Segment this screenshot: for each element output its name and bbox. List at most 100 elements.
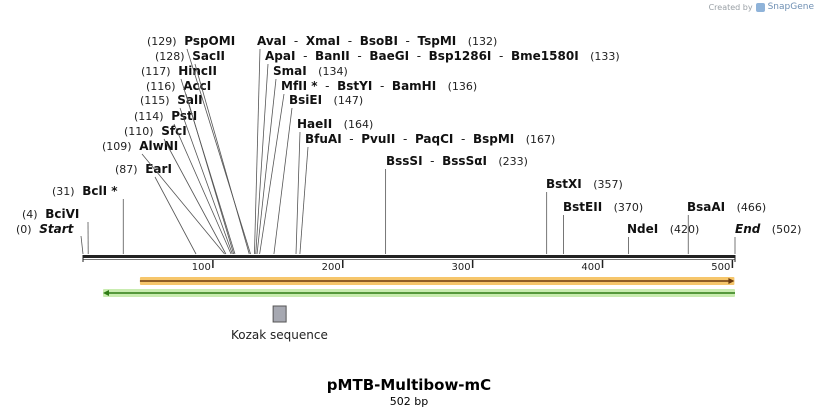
enzyme-label: AvaI - XmaI - BsoBI - TspMI (132) xyxy=(257,34,497,48)
ruler-tick-label: 100 xyxy=(192,262,211,273)
site-group: (4) BciVI xyxy=(22,207,89,255)
label-gap xyxy=(176,79,184,93)
cut-position: (114) xyxy=(134,110,164,123)
label-separator: - xyxy=(286,34,306,48)
enzyme-name: Bme1580I xyxy=(511,49,579,63)
enzyme-name: SfcI xyxy=(161,124,186,138)
cut-site-leader xyxy=(80,235,84,255)
ruler-tick-label: 400 xyxy=(581,262,600,273)
enzyme-name: PstI xyxy=(171,109,197,123)
enzyme-name: BamHI xyxy=(392,79,436,93)
site-group: MfII * - BstYI - BamHI (136) xyxy=(259,79,477,255)
site-group: BstXI (357) xyxy=(546,177,623,254)
cut-site-leader xyxy=(163,138,227,255)
site-group: BsiEI (147) xyxy=(273,93,363,255)
sequence-backbone xyxy=(83,255,735,258)
site-group: (31) BclI * xyxy=(52,184,124,254)
enzyme-name: BciVI xyxy=(45,207,79,221)
enzyme-name: SalI xyxy=(177,93,202,107)
credit-brand: SnapGene xyxy=(767,2,814,12)
enzyme-label: BssSI - BssSαI (233) xyxy=(386,154,528,168)
cut-position: (129) xyxy=(147,35,177,48)
site-group: SmaI (134) xyxy=(256,64,348,255)
cut-site-leader xyxy=(273,107,293,255)
green-arrow-head-icon xyxy=(103,290,109,296)
enzyme-name: BspMI xyxy=(473,132,514,146)
cut-position: (357) xyxy=(593,178,623,191)
site-group: BstEII (370) xyxy=(563,200,643,254)
site-group: ApaI - BanII - BaeGI - Bsp1286I - Bme158… xyxy=(255,49,620,255)
enzyme-name: BfuAI xyxy=(305,132,342,146)
enzyme-name: XmaI xyxy=(306,34,340,48)
enzyme-label: (110) SfcI xyxy=(124,124,187,138)
enzyme-label: BfuAI - PvuII - PaqCI - BspMI (167) xyxy=(305,132,555,146)
cut-position: (164) xyxy=(344,118,374,131)
cut-position: (502) xyxy=(772,223,802,236)
enzyme-name: BssSαI xyxy=(442,154,487,168)
enzyme-name: BanII xyxy=(315,49,350,63)
credit-prefix: Created by xyxy=(708,2,753,12)
site-group: (115) SalI xyxy=(140,93,233,255)
enzyme-label: ApaI - BanII - BaeGI - Bsp1286I - Bme158… xyxy=(265,49,620,63)
cut-position: (116) xyxy=(146,80,176,93)
label-gap xyxy=(456,34,467,48)
enzyme-label: BstXI (357) xyxy=(546,177,623,191)
enzyme-name: HincII xyxy=(178,64,217,78)
label-gap xyxy=(332,117,343,131)
enzyme-name: BssSI xyxy=(386,154,423,168)
snapgene-logo-icon xyxy=(755,2,765,12)
cut-position: (128) xyxy=(155,50,185,63)
site-group: (109) AlwNI xyxy=(102,139,225,255)
enzyme-name: PaqCI xyxy=(415,132,453,146)
enzyme-name: TspMI xyxy=(418,34,457,48)
label-gap xyxy=(132,139,140,153)
cut-site-leader xyxy=(180,78,236,255)
site-group: (114) PstI xyxy=(134,109,232,255)
site-group: (128) SacII xyxy=(155,49,250,255)
enzyme-label: HaeII (164) xyxy=(297,117,373,131)
site-group: (116) AccI xyxy=(146,79,235,255)
cut-position: (110) xyxy=(124,125,154,138)
enzyme-name: SacII xyxy=(192,49,225,63)
enzyme-name: NdeI xyxy=(627,222,658,236)
cut-site-leader xyxy=(255,63,269,255)
snapgene-credit: Created by SnapGene xyxy=(709,2,814,12)
site-group: AvaI - XmaI - BsoBI - TspMI (132) xyxy=(254,34,497,255)
enzyme-label: (87) EarI xyxy=(115,162,172,176)
label-gap xyxy=(514,132,525,146)
enzyme-label: NdeI (420) xyxy=(627,222,699,236)
label-separator: - xyxy=(491,49,511,63)
label-gap xyxy=(164,109,172,123)
cut-position: (115) xyxy=(140,94,170,107)
enzyme-label: End (502) xyxy=(735,222,801,236)
sequence-backbone-lower xyxy=(83,259,735,260)
site-group: (129) PspOMI xyxy=(147,34,251,255)
cut-site-leader xyxy=(259,93,285,255)
enzyme-label: (4) BciVI xyxy=(22,207,79,221)
label-separator: - xyxy=(372,79,392,93)
label-gap xyxy=(75,184,83,198)
label-separator: - xyxy=(423,154,443,168)
enzyme-label: (0) Start xyxy=(16,222,75,236)
kozak-sequence-box xyxy=(272,305,287,323)
enzyme-label: BsiEI (147) xyxy=(289,93,363,107)
enzyme-label: (117) HincII xyxy=(141,64,217,78)
enzyme-label: (116) AccI xyxy=(146,79,211,93)
cut-position: (420) xyxy=(670,223,700,236)
label-gap xyxy=(582,177,593,191)
label-gap xyxy=(38,207,46,221)
cut-position: (133) xyxy=(590,50,620,63)
cut-site-leader xyxy=(256,78,277,255)
enzyme-name: Bsp1286I xyxy=(429,49,492,63)
cut-site-leader xyxy=(194,63,250,255)
cut-position: (31) xyxy=(52,185,75,198)
label-gap xyxy=(436,79,447,93)
plasmid-title: pMTB-Multibow-mC xyxy=(326,376,492,394)
enzyme-name: End xyxy=(735,222,761,236)
label-gap xyxy=(602,200,613,214)
label-gap xyxy=(177,34,185,48)
label-gap xyxy=(760,222,771,236)
label-separator: - xyxy=(342,132,362,146)
enzyme-name: SmaI xyxy=(273,64,307,78)
